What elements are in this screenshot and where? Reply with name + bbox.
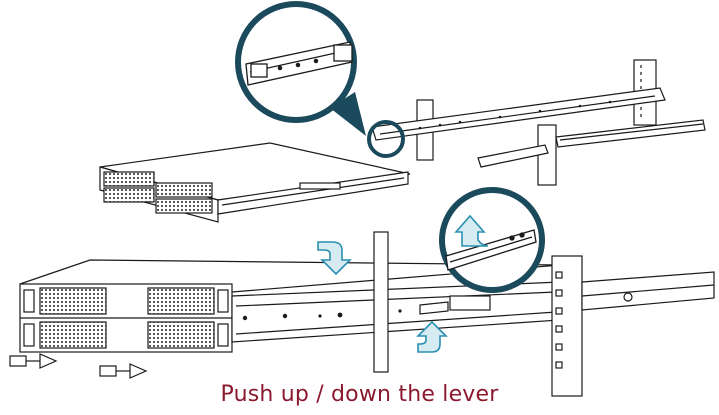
attached-rail-top — [217, 171, 409, 215]
rail-extension-top — [555, 119, 706, 148]
caption: Push up / down the lever — [220, 382, 499, 407]
rail-lever — [419, 301, 449, 315]
lever-callout — [439, 187, 545, 293]
outer-rail — [371, 87, 666, 141]
callout-target-ring — [367, 120, 405, 158]
server-chassis-top — [99, 142, 411, 223]
screw-icon-2 — [99, 363, 148, 379]
rear-screw — [623, 292, 633, 302]
attached-rail-bottom — [231, 281, 561, 343]
server-chassis-bottom — [19, 259, 561, 353]
magnifier-callout-icon — [235, 1, 405, 158]
screw-icon — [9, 353, 58, 369]
rack-posts-bottom — [373, 231, 715, 397]
curved-down-arrow-icon — [317, 241, 352, 276]
inner-rail — [477, 144, 549, 168]
curved-up-arrow-icon-lower — [416, 320, 448, 353]
rack-rail-assembly-top — [371, 59, 706, 186]
rack-post-front-left — [373, 231, 389, 373]
curved-up-arrow-icon — [454, 214, 489, 247]
